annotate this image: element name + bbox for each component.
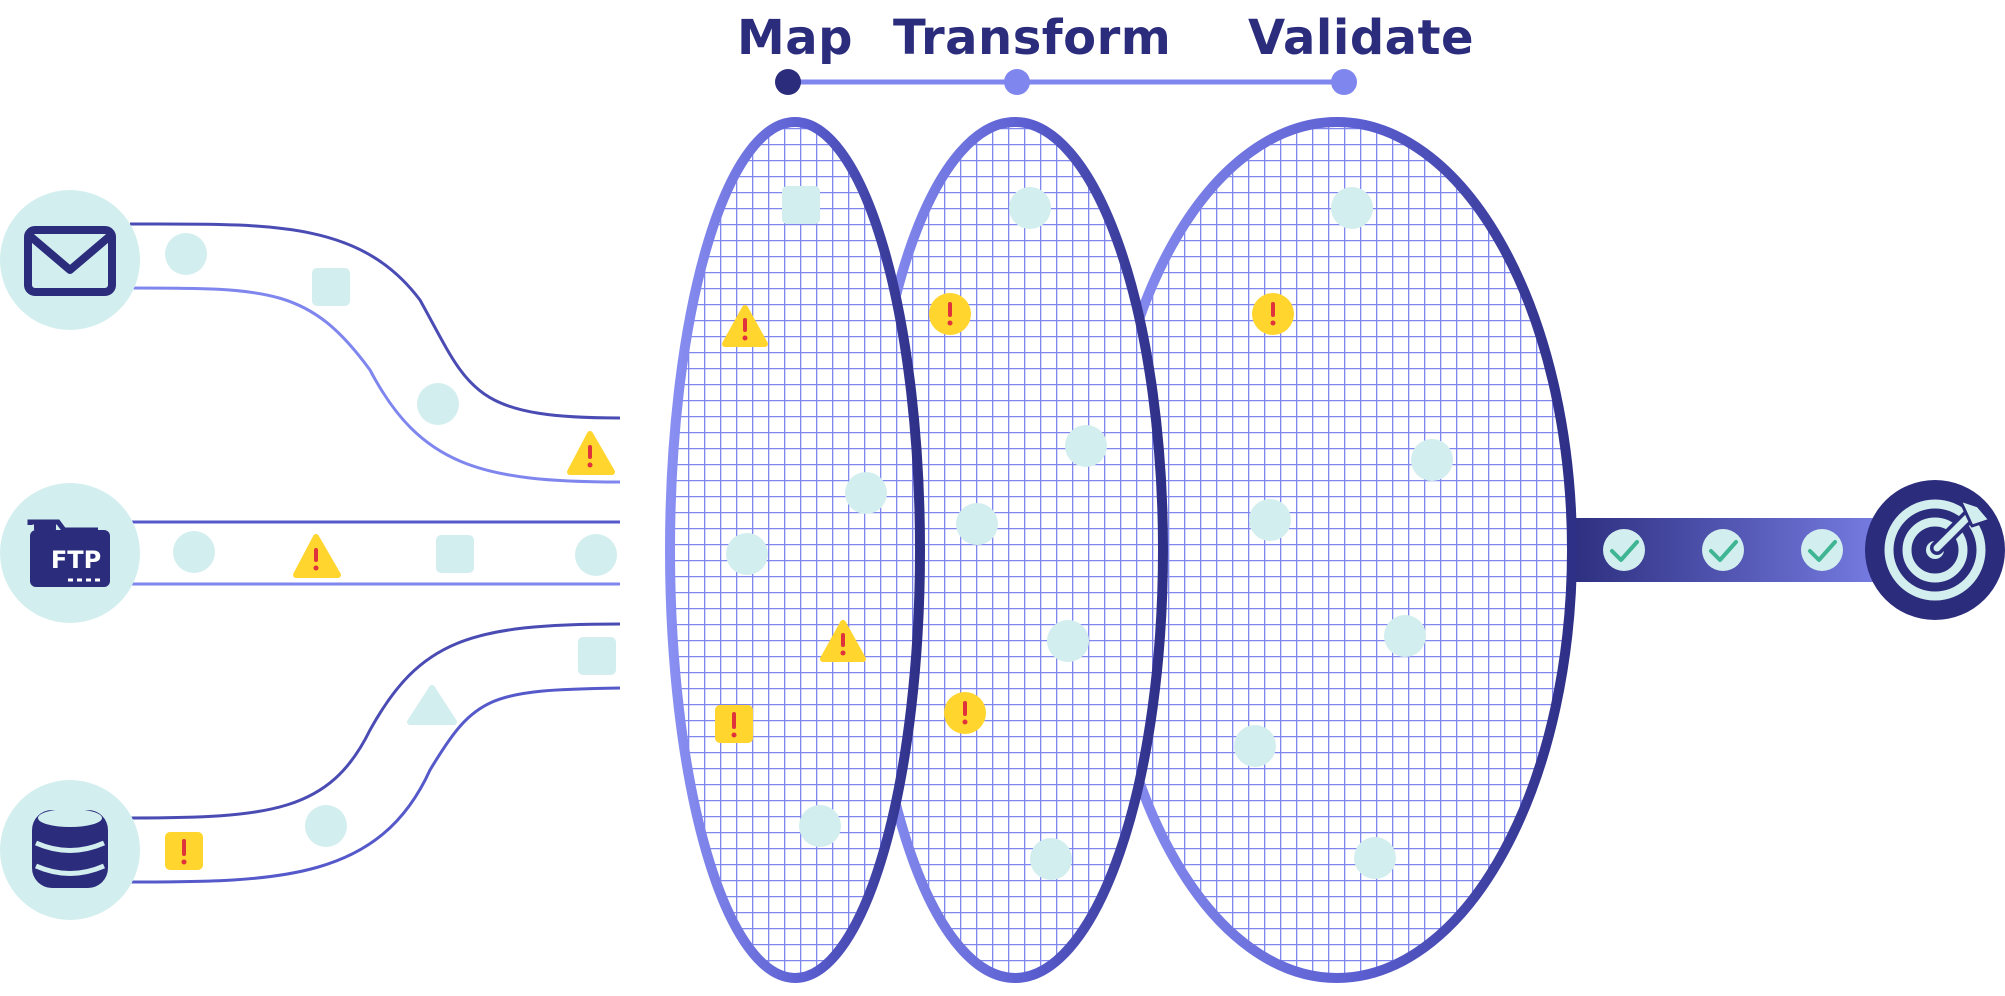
data-token-circle (1249, 499, 1291, 541)
warning-circle-icon (944, 692, 986, 734)
data-token-circle (845, 472, 887, 514)
data-token-circle (1331, 187, 1373, 229)
data-token-circle (1411, 439, 1453, 481)
data-token-circle (305, 805, 347, 847)
data-token-circle (1009, 187, 1051, 229)
ftp-folder-icon: FTP (27, 519, 110, 587)
destination-target (1865, 480, 2005, 620)
source-ftp: FTP (0, 483, 140, 623)
data-token-square (436, 535, 474, 573)
ftp-text: FTP (51, 546, 101, 574)
timeline-dot-transform (1004, 69, 1030, 95)
warning-square-icon (715, 705, 753, 743)
filter-map (665, 117, 925, 983)
data-token-square (578, 637, 616, 675)
step-label-transform: Transform (893, 10, 1172, 66)
step-timeline (775, 69, 1357, 95)
data-token-circle (1065, 425, 1107, 467)
step-label-validate: Validate (1248, 10, 1475, 66)
filter-validate (1097, 117, 1577, 983)
pipe-ftp (130, 520, 620, 586)
input-pipes (129, 222, 621, 884)
warning-triangle-icon (567, 431, 615, 475)
timeline-dot-map (775, 69, 801, 95)
warning-triangle-icon (293, 534, 341, 578)
source-database (0, 780, 140, 920)
data-token-circle (1384, 615, 1426, 657)
data-token-circle (1234, 725, 1276, 767)
pipe-tokens (165, 233, 617, 870)
pipe-database (129, 622, 621, 884)
check-icon (1702, 529, 1744, 571)
data-token-circle (575, 534, 617, 576)
warning-triangle-icon (722, 305, 768, 347)
database-icon (32, 809, 108, 888)
warning-square-icon (165, 832, 203, 870)
warning-circle-icon (929, 293, 971, 335)
data-token-circle (1030, 838, 1072, 880)
data-token-circle (1047, 620, 1089, 662)
filter-map-mesh (665, 117, 925, 983)
check-icon (1603, 529, 1645, 571)
data-token-circle (799, 805, 841, 847)
data-token-circle (726, 533, 768, 575)
timeline-dot-validate (1331, 69, 1357, 95)
data-token-circle (417, 383, 459, 425)
warning-circle-icon (1252, 293, 1294, 335)
data-token-square (312, 268, 350, 306)
target-icon (1884, 498, 1992, 601)
filter-validate-mesh (1097, 117, 1577, 983)
data-token-circle (173, 531, 215, 573)
source-email (0, 190, 140, 330)
source-badge (0, 190, 140, 330)
step-label-map: Map (737, 10, 854, 66)
output-pipe (1560, 518, 1920, 582)
data-token-circle (1354, 837, 1396, 879)
data-token-triangle (407, 685, 457, 725)
pipe-email (129, 222, 621, 484)
warning-triangle-icon (820, 620, 866, 662)
data-token-circle (165, 233, 207, 275)
check-icon (1801, 529, 1843, 571)
data-token-circle (956, 503, 998, 545)
data-token-square (782, 186, 820, 224)
envelope-icon (24, 226, 116, 296)
